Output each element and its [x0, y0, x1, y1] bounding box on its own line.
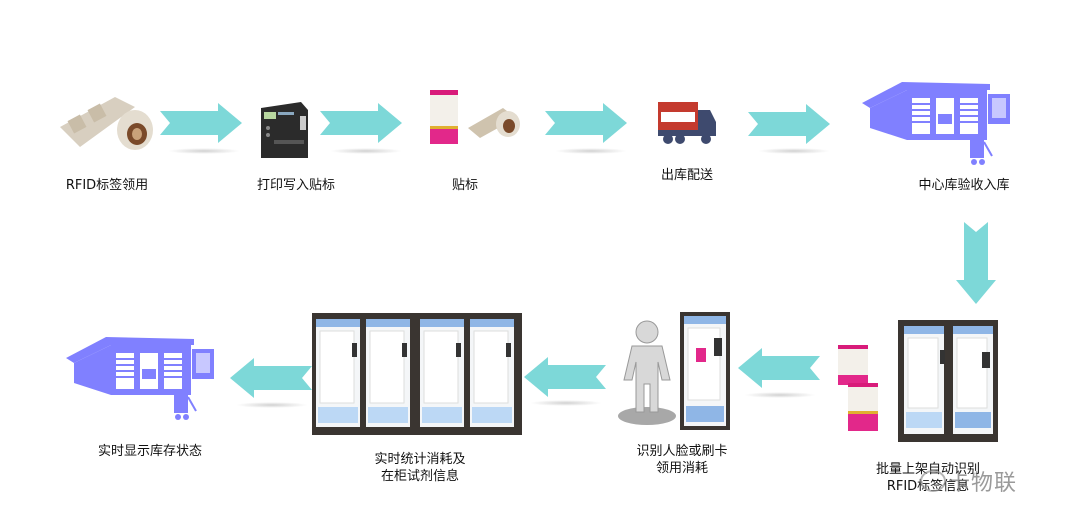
smart-cabinet-icon — [898, 320, 998, 442]
watermark: 卡物联 — [920, 465, 1017, 497]
arrow-left-icon — [738, 348, 820, 388]
arrow-left-icon — [524, 357, 606, 397]
step-label-delivery: 出库配送 — [660, 168, 714, 183]
wechat-icon — [920, 470, 946, 492]
step-label-print: 打印写入贴标 — [256, 178, 336, 193]
arrow-right-icon — [160, 103, 242, 143]
cabinet-row-icon — [312, 313, 522, 435]
arrow-right-icon — [320, 103, 402, 143]
step-label-rfid: RFID标签领用 — [65, 178, 149, 193]
reagent-box-with-tag-icon — [428, 88, 523, 148]
warehouse-icon — [66, 333, 216, 421]
arrow-right-icon — [545, 103, 627, 143]
delivery-truck-icon — [656, 100, 718, 145]
cabinet-icon — [680, 312, 730, 430]
arrow-down-icon — [956, 222, 996, 304]
arrow-left-icon — [230, 358, 312, 398]
warehouse-icon — [862, 78, 1012, 166]
step-label-attach: 贴标 — [451, 178, 479, 193]
label-printer-icon — [256, 100, 311, 162]
step-label-realtime-stats: 实时统计消耗及 在柜试剂信息 — [374, 452, 466, 484]
step-label-face-card: 识别人脸或刷卡 领用消耗 — [636, 444, 728, 476]
arrow-right-icon — [748, 104, 830, 144]
rfid-tag-roll-icon — [55, 92, 155, 157]
reagent-boxes-icon — [838, 345, 880, 433]
step-label-central-warehouse: 中心库验收入库 — [918, 178, 1010, 193]
step-label-inventory-status: 实时显示库存状态 — [97, 444, 203, 459]
person-icon — [616, 318, 678, 426]
